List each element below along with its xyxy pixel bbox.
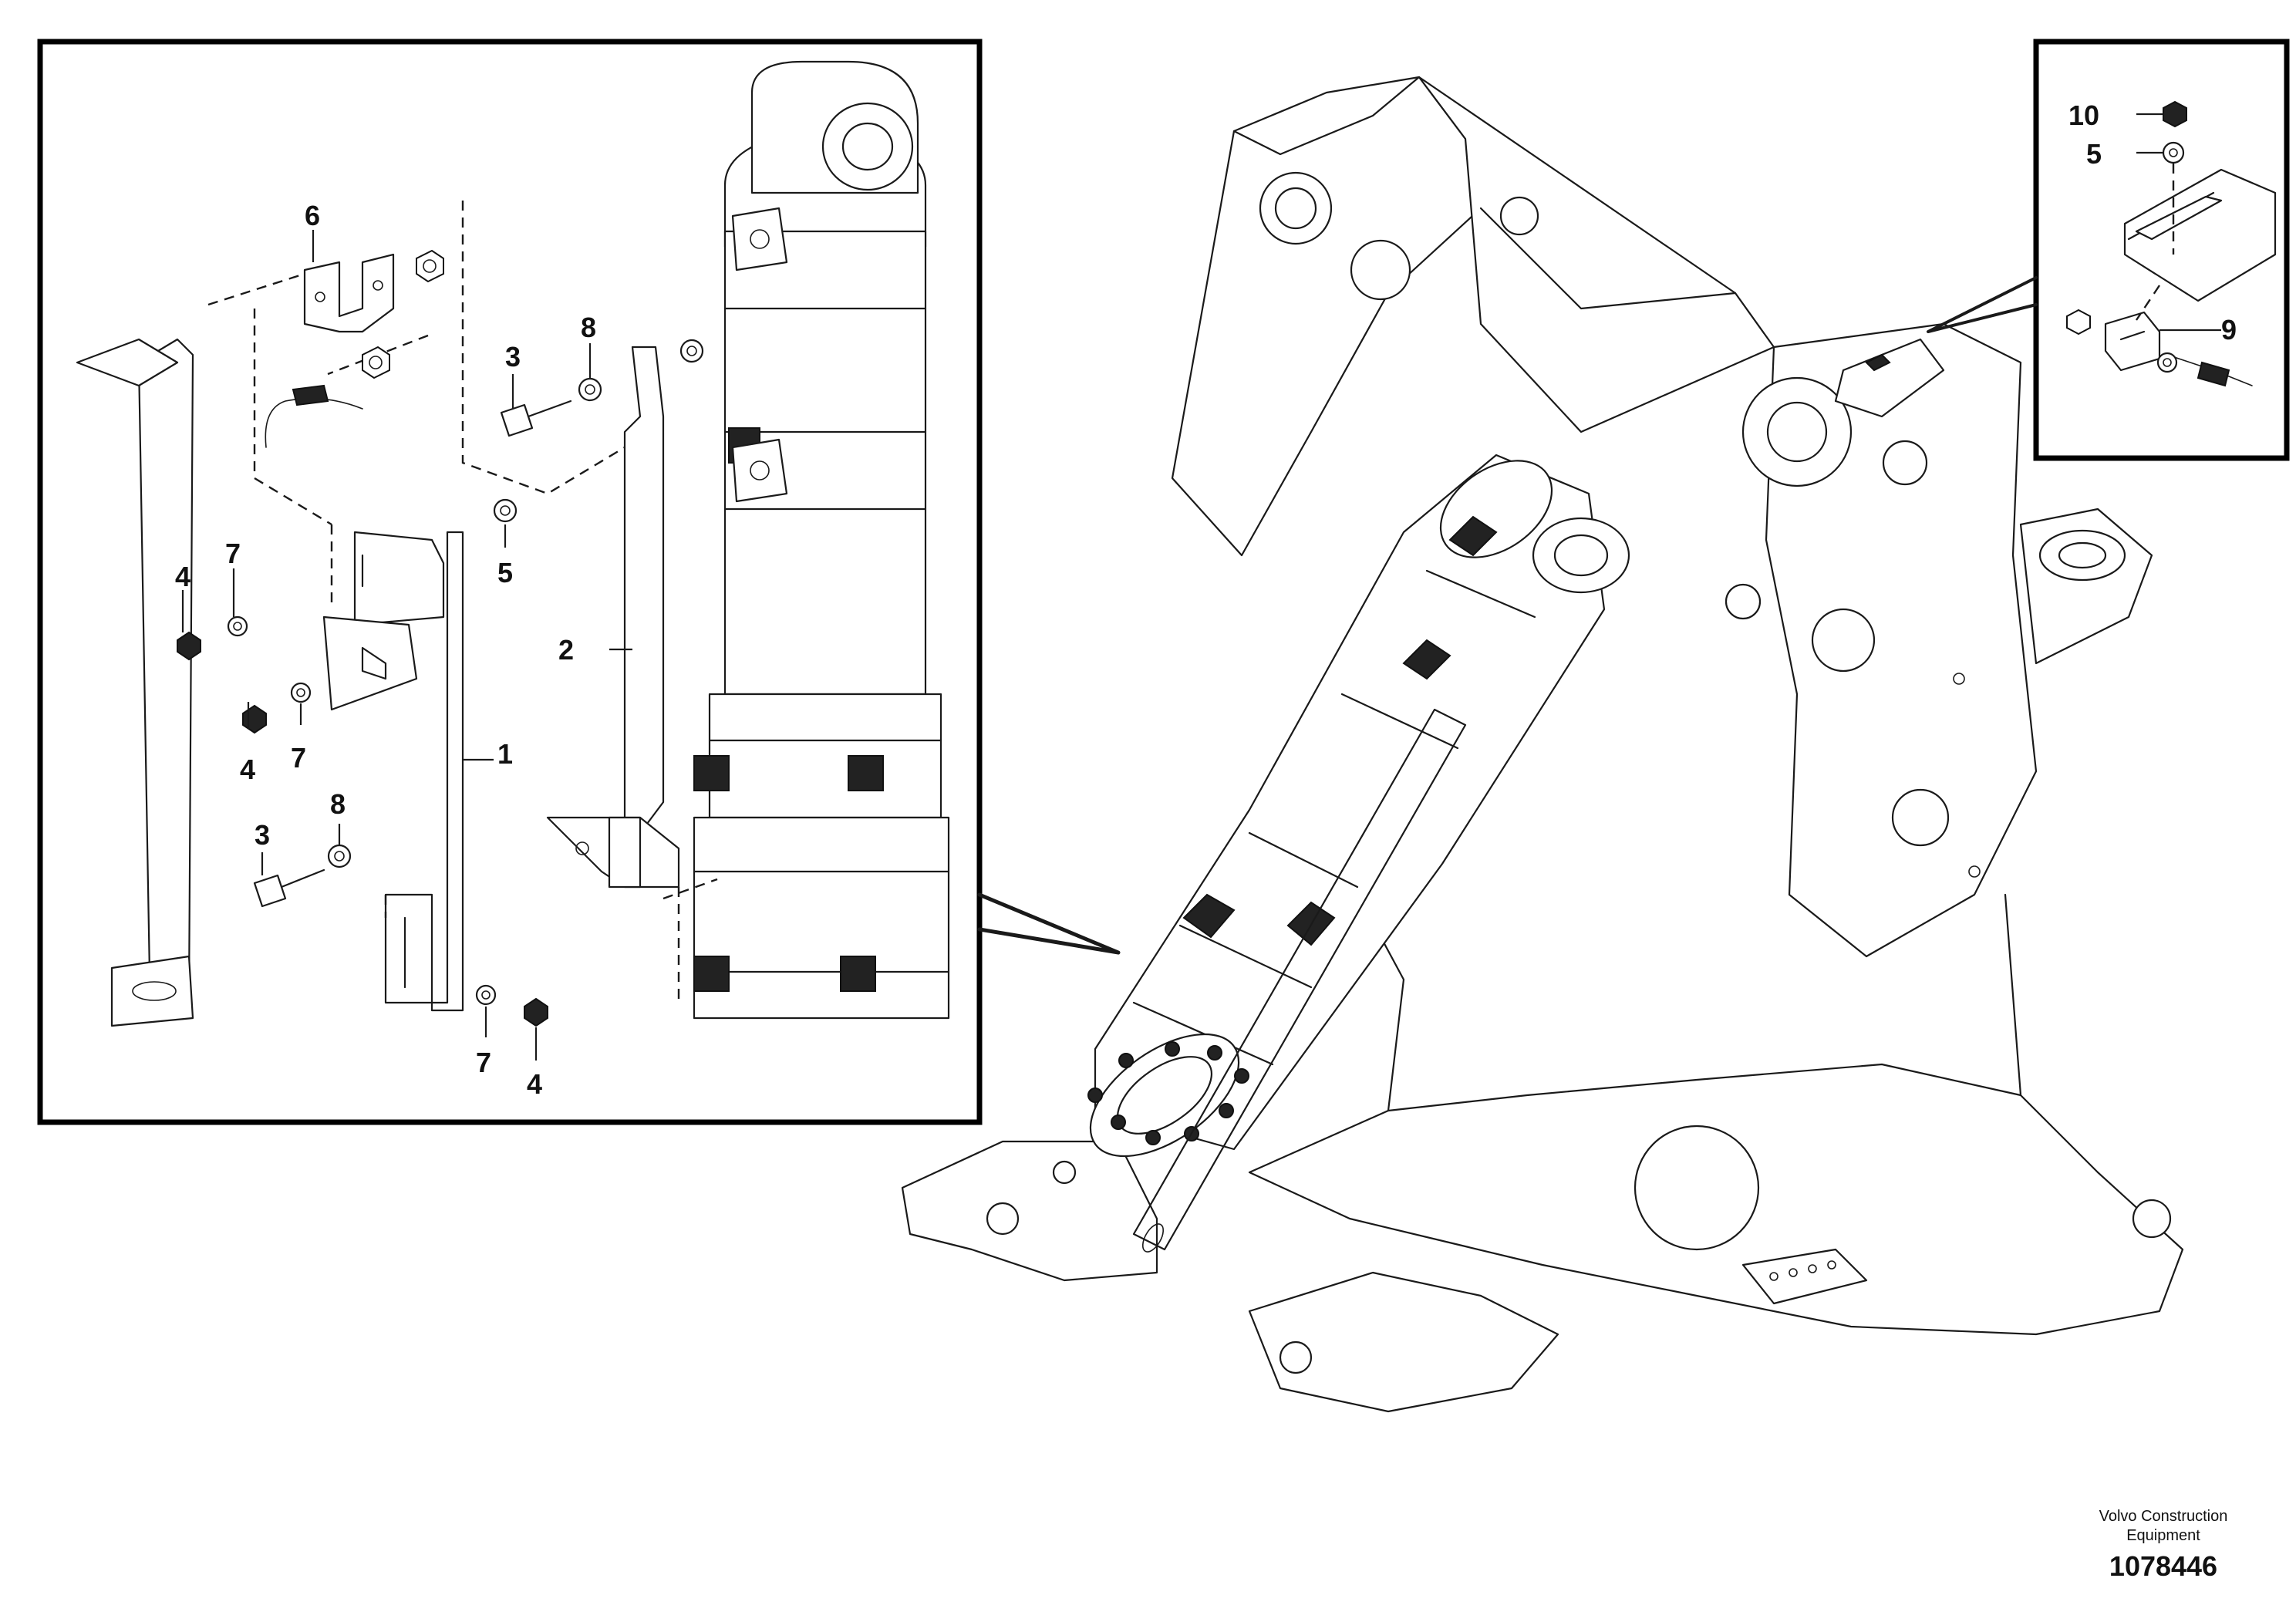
detail-pointer-right [1927, 276, 2038, 333]
callout-10: 10 [2068, 99, 2099, 131]
callout-8a: 8 [581, 312, 596, 343]
callout-7b: 7 [291, 742, 306, 774]
end-cap-bolts [1087, 1041, 1249, 1145]
detail-frame-right [2033, 39, 2290, 461]
sensor-cable [265, 397, 363, 448]
callout-4c: 4 [527, 1068, 542, 1100]
callout-9: 9 [2221, 314, 2237, 346]
detail-frame-left [37, 39, 983, 1125]
callouts-right: 10 5 9 [2068, 99, 2237, 346]
callout-7a: 7 [225, 538, 241, 569]
callout-4a: 4 [175, 561, 190, 592]
company-name-line1: Volvo Construction [2099, 1508, 2228, 1525]
detail-pointer-left [977, 892, 1121, 955]
company-name-line2: Equipment [2126, 1527, 2200, 1544]
callout-1: 1 [497, 738, 513, 770]
callout-2: 2 [558, 634, 574, 666]
callout-3b: 3 [255, 819, 270, 851]
right-inset-content [2066, 100, 2277, 387]
callout-3a: 3 [505, 341, 521, 373]
part-6-clip [303, 253, 395, 333]
callout-5a: 5 [497, 557, 513, 588]
part-2-bracket [623, 346, 665, 835]
loader-front-frame [901, 76, 2184, 1413]
linkage-rod [137, 338, 194, 1020]
callout-4b: 4 [240, 754, 255, 785]
callouts-left: 6 8 3 5 4 7 2 1 4 7 8 3 7 4 [175, 200, 596, 1100]
drawing-number: 1078446 [2109, 1550, 2218, 1582]
callout-7c: 7 [476, 1047, 491, 1078]
fasteners-detail [177, 249, 704, 1027]
callout-5b: 5 [2086, 138, 2102, 170]
callout-6: 6 [305, 200, 320, 231]
left-detail-content [76, 60, 950, 1061]
callout-8b: 8 [330, 788, 346, 820]
part-1-sensor-rod [430, 531, 464, 1012]
